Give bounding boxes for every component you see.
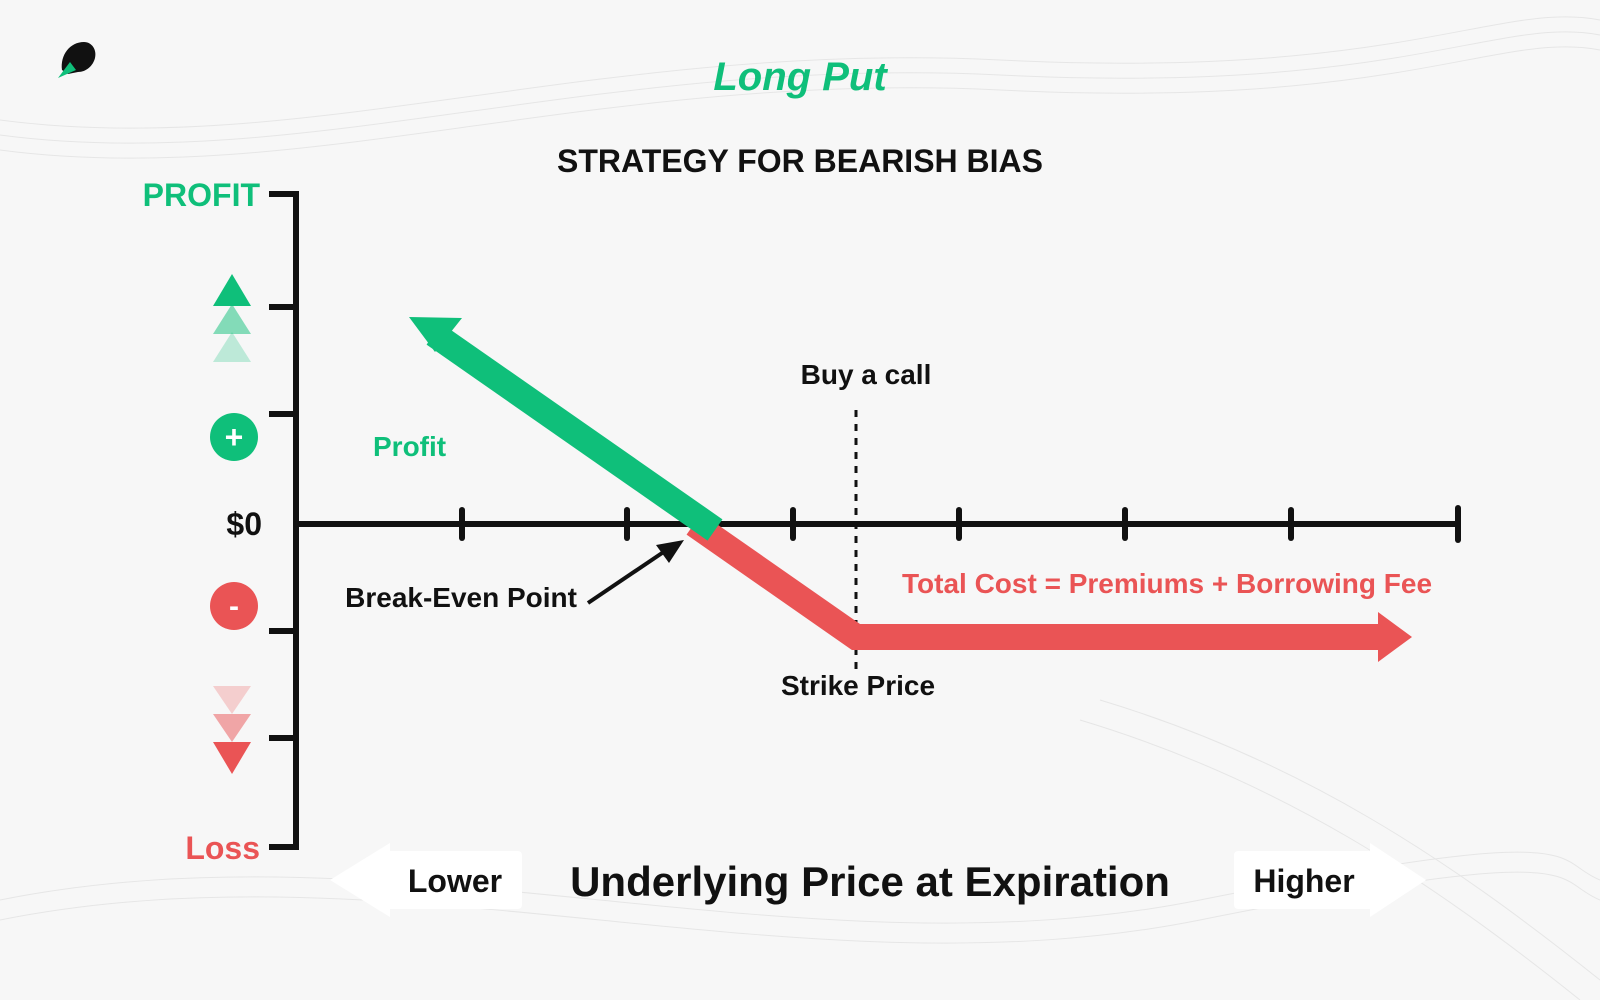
total-cost-annotation: Total Cost = Premiums + Borrowing Fee <box>902 568 1432 599</box>
break-even-annotation: Break-Even Point <box>345 582 577 613</box>
profit-payoff-line <box>426 323 723 541</box>
break-even-arrow <box>586 540 684 605</box>
loss-payoff-line <box>686 513 1380 650</box>
minus-circle-icon: - <box>210 582 258 630</box>
y-axis <box>269 191 299 850</box>
bird-logo-icon[interactable] <box>58 42 96 78</box>
lower-arrow-label: Lower <box>330 843 522 917</box>
x-axis-label: Underlying Price at Expiration <box>570 858 1170 905</box>
svg-text:Higher: Higher <box>1253 863 1354 899</box>
y-axis-bottom-label: Loss <box>185 830 260 866</box>
buy-call-annotation: Buy a call <box>801 359 932 390</box>
svg-text:+: + <box>225 419 244 455</box>
loss-arrow-head <box>1378 612 1412 662</box>
profit-annotation: Profit <box>373 431 446 462</box>
strike-price-annotation: Strike Price <box>781 670 935 701</box>
page-subtitle: STRATEGY FOR BEARISH BIAS <box>557 143 1043 179</box>
triangle-down-icon <box>213 686 251 774</box>
zero-label: $0 <box>226 506 262 542</box>
plus-circle-icon: + <box>210 413 258 461</box>
triangle-up-icon <box>213 274 251 362</box>
svg-text:Lower: Lower <box>408 863 502 899</box>
page-title: Long Put <box>713 55 888 99</box>
x-axis <box>293 505 1461 543</box>
y-axis-top-label: PROFIT <box>143 177 261 213</box>
higher-arrow-label: Higher <box>1234 843 1426 917</box>
background-waves <box>0 16 1600 1000</box>
profit-arrow-head <box>409 317 462 352</box>
svg-text:-: - <box>229 590 239 623</box>
